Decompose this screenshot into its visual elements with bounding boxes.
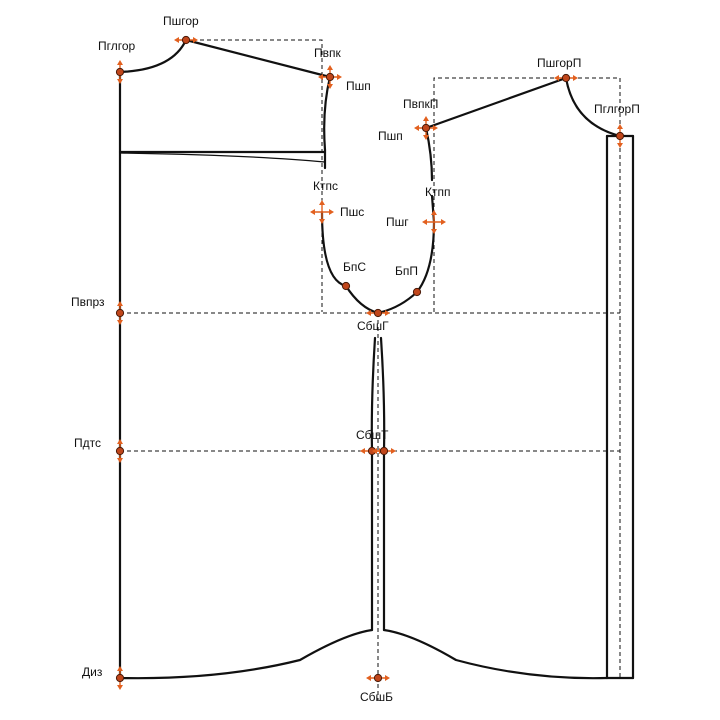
point-pshgorp xyxy=(553,73,579,83)
point-pshs xyxy=(309,199,335,225)
label-pshg: Пшг xyxy=(386,215,409,229)
label-plglgorp: ПглгорП xyxy=(594,102,640,116)
label-pshs: Пшс xyxy=(340,205,364,219)
point-plglgorp xyxy=(615,123,625,149)
label-pvprz: Пвпрз xyxy=(71,295,105,309)
label-pshgor: Пшгор xyxy=(163,14,199,28)
point-sbshb xyxy=(365,673,391,683)
point-sbsht-front xyxy=(371,446,397,456)
construction-lines xyxy=(120,39,621,700)
point-plglgor xyxy=(115,59,125,85)
label-sbshg: СбшГ xyxy=(357,319,389,333)
label-bps: БпС xyxy=(343,260,366,274)
point-sbshg xyxy=(365,308,391,318)
point-pvpkp xyxy=(413,115,439,141)
point-pdts xyxy=(115,438,125,464)
label-sbsht: СбшТ xyxy=(356,428,389,442)
point-labels: Пглгор Пшгор Пвпк Пшп Ктпс Пшс БпС БпП С… xyxy=(71,14,640,704)
label-sbshb: СбшБ xyxy=(360,690,393,704)
back-piece xyxy=(118,38,380,680)
label-diz: Диз xyxy=(82,665,103,679)
label-ktps: Ктпс xyxy=(313,179,338,193)
label-pvpk: Пвпк xyxy=(314,46,341,60)
label-bpp: БпП xyxy=(395,264,418,278)
point-bpp xyxy=(412,287,422,297)
point-bps xyxy=(341,281,351,291)
label-psh-back: Пшп xyxy=(346,79,371,93)
point-pvprz xyxy=(115,300,125,326)
label-plglgor: Пглгор xyxy=(98,39,136,53)
label-pvpkp: ПвпкП xyxy=(403,97,438,111)
point-pshg xyxy=(421,209,447,235)
front-piece xyxy=(376,76,635,680)
point-pvpk xyxy=(317,64,343,90)
label-ktpp: Ктпп xyxy=(425,185,450,199)
control-points xyxy=(115,35,625,691)
label-pshgorp: ПшгорП xyxy=(537,56,581,70)
point-diz xyxy=(115,665,125,691)
point-pshgor xyxy=(173,35,199,45)
label-psh-front: Пшп xyxy=(378,129,403,143)
label-pdts: Пдтс xyxy=(74,436,101,450)
